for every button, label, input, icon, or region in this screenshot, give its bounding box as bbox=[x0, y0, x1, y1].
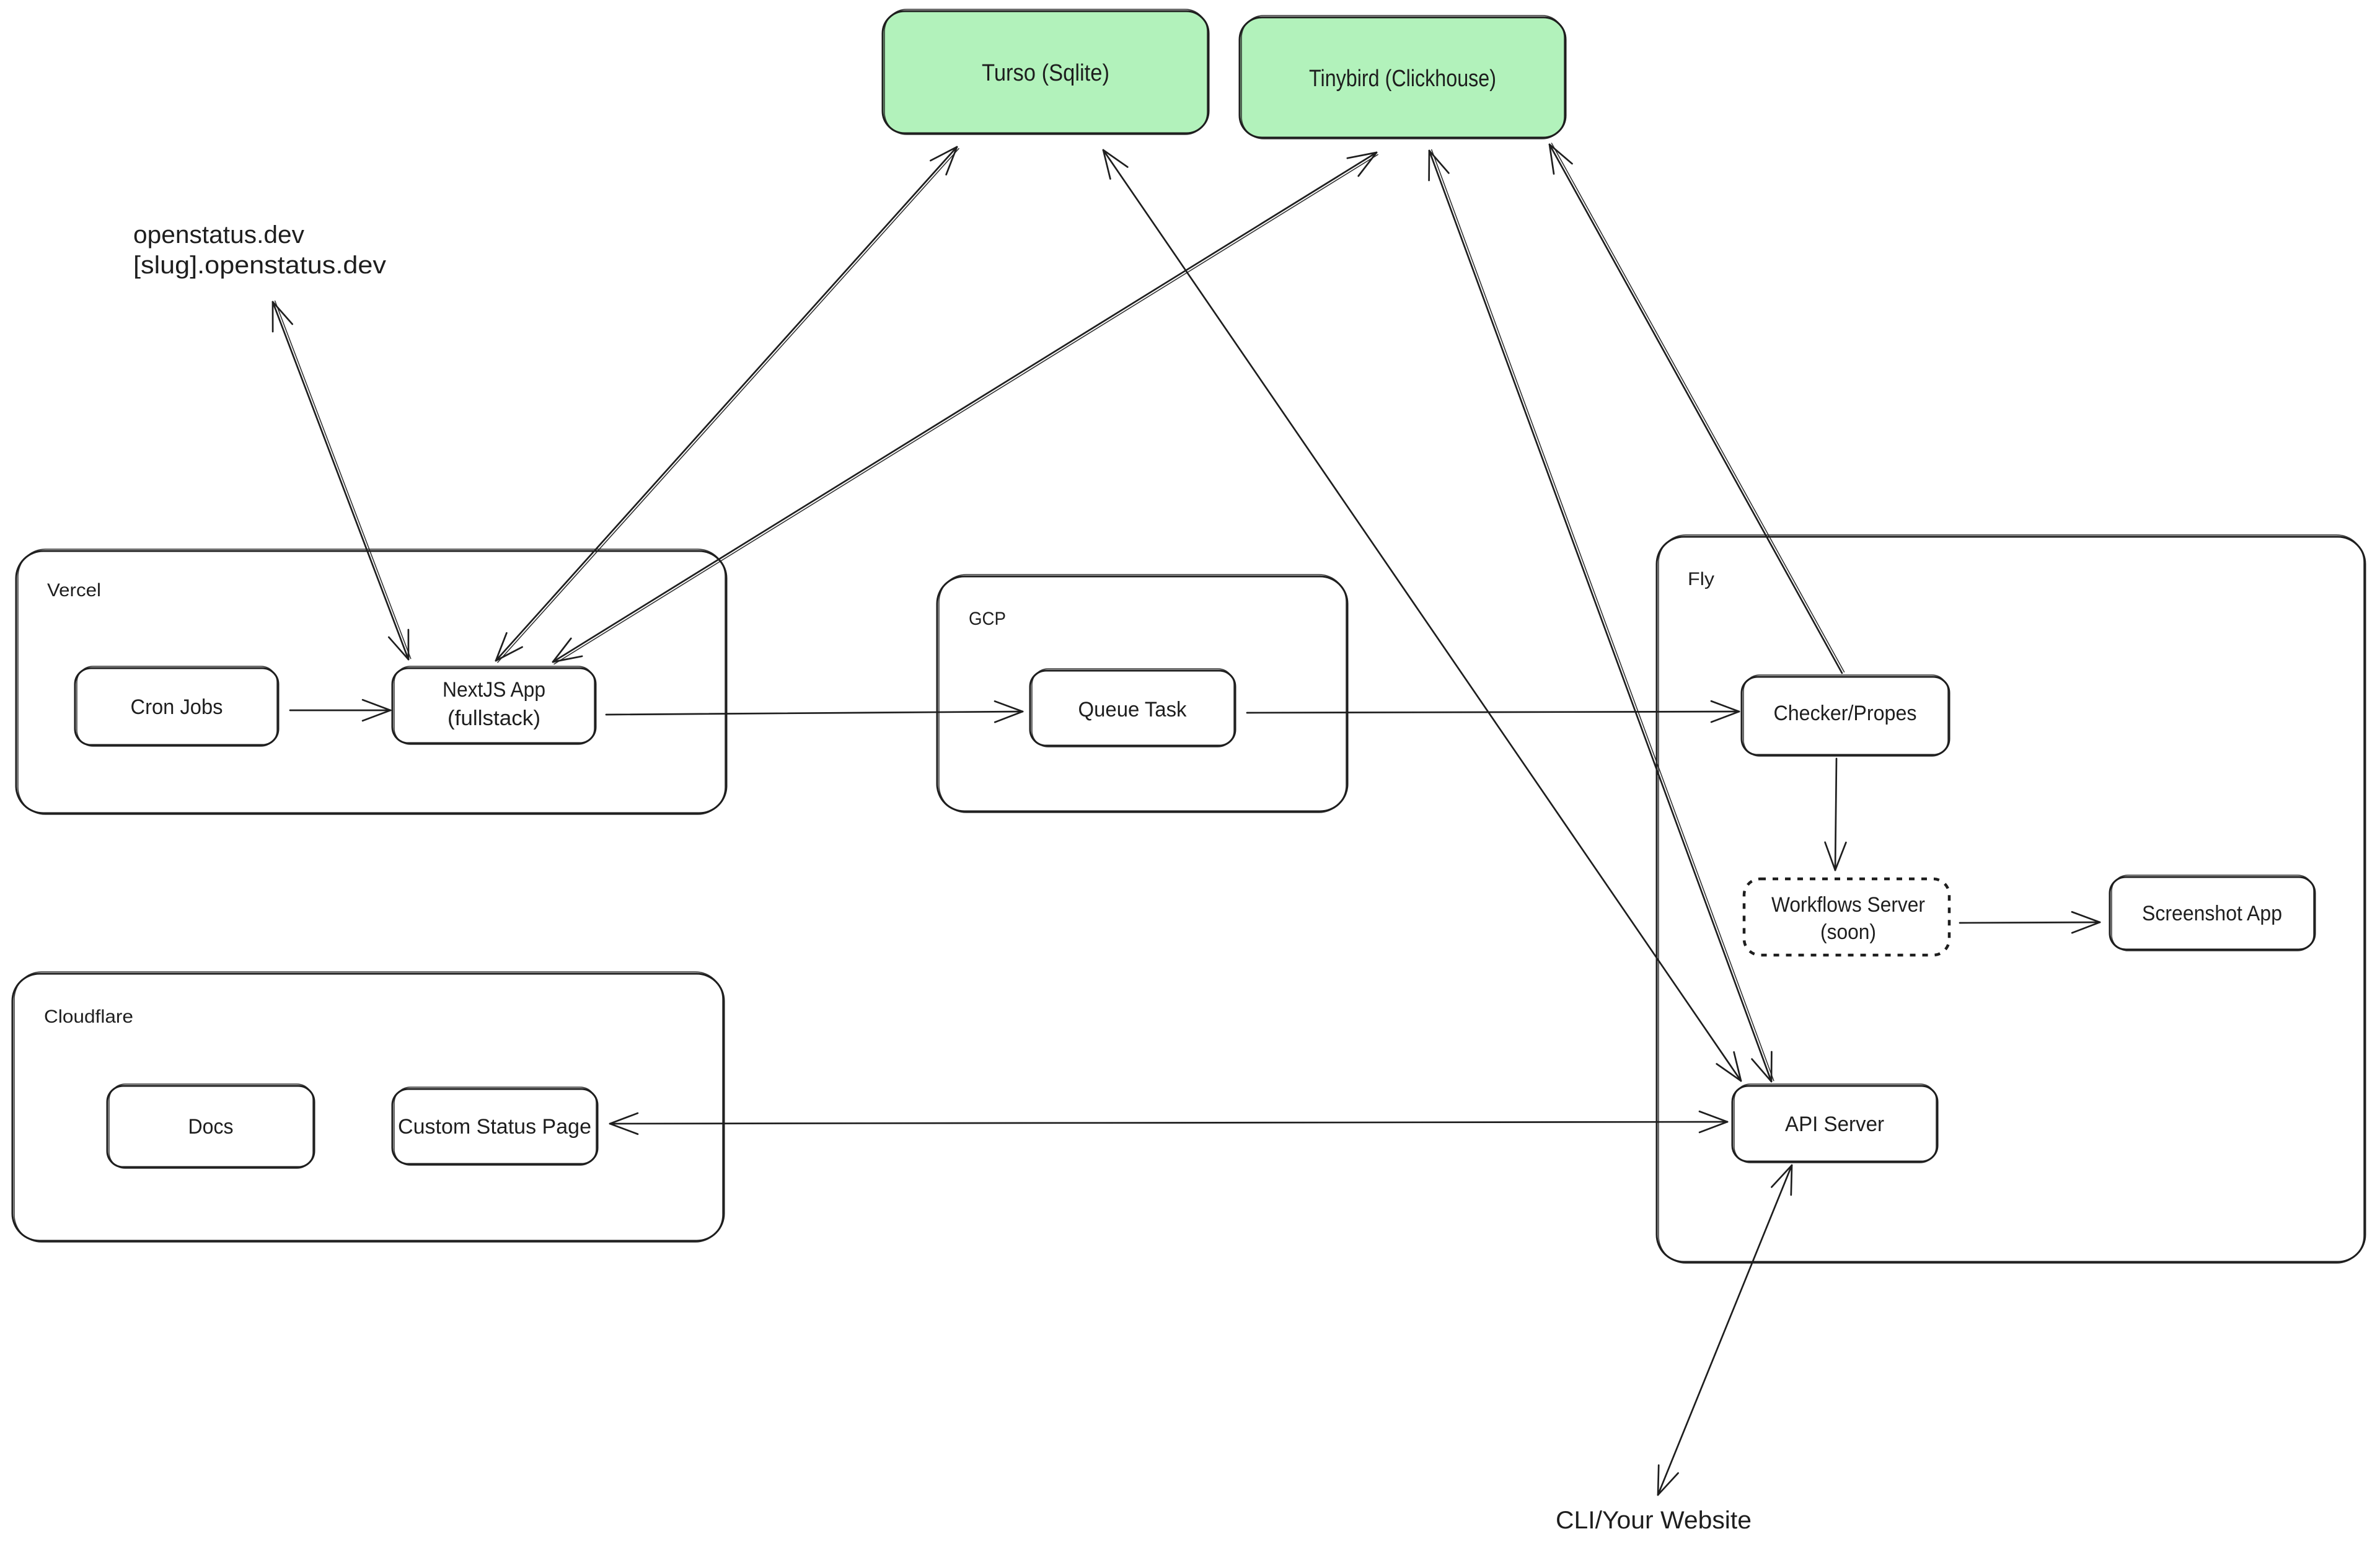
svg-text:Screenshot App: Screenshot App bbox=[2142, 902, 2282, 925]
svg-text:Tinybird (Clickhouse): Tinybird (Clickhouse) bbox=[1309, 66, 1496, 92]
svg-text:GCP: GCP bbox=[969, 609, 1006, 629]
svg-text:Docs: Docs bbox=[188, 1115, 234, 1139]
svg-text:Cron Jobs: Cron Jobs bbox=[131, 695, 223, 719]
svg-text:Queue Task: Queue Task bbox=[1078, 698, 1188, 721]
svg-text:Custom Status Page: Custom Status Page bbox=[398, 1115, 591, 1139]
svg-text:CLI/Your Website: CLI/Your Website bbox=[1556, 1507, 1752, 1534]
svg-text:NextJS App: NextJS App bbox=[443, 678, 545, 702]
svg-text:Vercel: Vercel bbox=[47, 580, 101, 601]
svg-text:[slug].openstatus.dev: [slug].openstatus.dev bbox=[133, 252, 386, 279]
svg-text:openstatus.dev: openstatus.dev bbox=[133, 221, 304, 249]
svg-text:Turso (Sqlite): Turso (Sqlite) bbox=[982, 60, 1109, 86]
svg-text:(fullstack): (fullstack) bbox=[447, 707, 540, 730]
svg-text:Workflows Server: Workflows Server bbox=[1771, 893, 1925, 917]
svg-text:API Server: API Server bbox=[1785, 1113, 1884, 1136]
svg-text:Fly: Fly bbox=[1688, 569, 1714, 589]
svg-text:(soon): (soon) bbox=[1820, 920, 1876, 944]
svg-text:Checker/Propes: Checker/Propes bbox=[1774, 702, 1917, 725]
svg-text:Cloudflare: Cloudflare bbox=[44, 1007, 133, 1027]
